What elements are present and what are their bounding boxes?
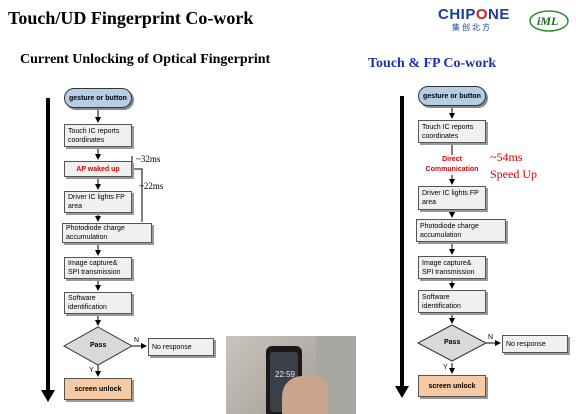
left-ap-waked: AP waked up xyxy=(64,161,132,177)
left-decision-diamond xyxy=(62,326,134,366)
chipone-logo: CHIPONE xyxy=(438,6,510,23)
right-no-label: N xyxy=(488,334,494,341)
right-software-id: Software identification xyxy=(418,290,486,313)
right-speed-up: Speed Up xyxy=(490,167,537,181)
left-no-label: N xyxy=(134,337,140,344)
page-title: Touch/UD Fingerprint Co-work xyxy=(8,8,254,28)
right-yes-label: Y xyxy=(443,364,448,371)
left-photodiode: Photodiode charge accumulation xyxy=(62,223,152,243)
left-yes-label: Y xyxy=(89,367,94,374)
right-start-node: gesture or button xyxy=(418,86,486,106)
left-time-arrow-head xyxy=(41,390,55,402)
left-software-id: Software identification xyxy=(64,292,132,314)
left-no-response: No response xyxy=(148,338,214,356)
right-driver-ic: Driver IC lights FP area xyxy=(418,186,486,210)
right-photodiode: Photodiode charge accumulation xyxy=(416,219,506,242)
right-image-capture: Image capture& SPI transmission xyxy=(418,256,486,279)
left-touch-report: Touch IC reports coordinates xyxy=(64,124,132,147)
right-touch-report: Touch IC reports coordinates xyxy=(418,120,486,143)
left-driver-ic: Driver IC lights FP area xyxy=(64,191,132,213)
svg-text:iML: iML xyxy=(537,14,558,28)
left-time-32: ~32ms xyxy=(136,154,161,164)
chipone-logo-cn: 集创北方 xyxy=(452,23,492,32)
right-time: ~54ms xyxy=(490,150,523,164)
left-image-capture: Image capture& SPI transmission xyxy=(64,257,132,279)
right-decision-diamond xyxy=(416,324,488,362)
iml-logo-icon: iML xyxy=(529,10,569,32)
right-screen-unlock: screen unlock xyxy=(418,375,486,397)
hand-shape xyxy=(282,376,328,414)
left-screen-unlock: screen unlock xyxy=(64,378,132,400)
iml-logo: iML xyxy=(528,6,570,34)
left-subtitle: Current Unlocking of Optical Fingerprint xyxy=(20,52,271,67)
phone-unlock-photo: 22:59 xyxy=(226,336,356,414)
left-start-node: gesture or button xyxy=(64,88,132,108)
phone-clock: 22:59 xyxy=(274,370,296,379)
left-decision-label: Pass xyxy=(90,342,107,349)
right-subtitle: Touch & FP Co-work xyxy=(368,56,497,71)
right-direct-comm: Direct Communication xyxy=(418,155,486,175)
right-decision-label: Pass xyxy=(444,339,461,346)
left-time-22: ~22ms xyxy=(139,181,164,191)
right-no-response: No response xyxy=(502,335,568,353)
right-time-arrow-head xyxy=(395,386,409,398)
